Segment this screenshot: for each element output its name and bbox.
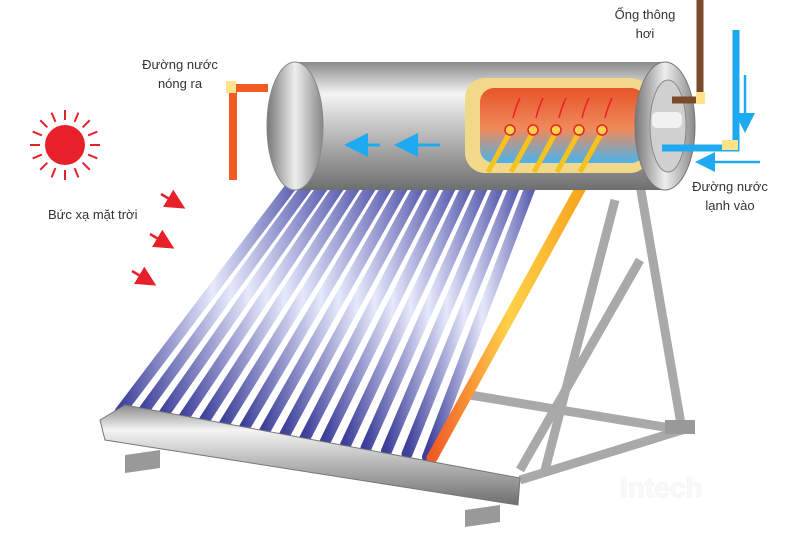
vacuum-tube [340,162,481,451]
vacuum-tube [114,162,311,418]
radiation-arrow-icon [131,266,157,286]
heat-pipe-tube [426,174,591,464]
vacuum-tubes [114,162,545,463]
sun-ray [39,119,49,129]
vacuum-tube [381,162,512,457]
condenser-bulb [596,124,608,136]
vacuum-tube [237,162,404,436]
heat-pipe-condenser [531,130,559,174]
condenser-bulb [527,124,539,136]
label-vent-pipe: Ống thông hơi [595,5,695,43]
vacuum-tube [217,162,388,433]
condenser-bulb [504,124,516,136]
vacuum-tube [299,162,450,445]
heat-rise-arrow-icon [512,97,521,119]
heat-rise-arrow-icon [535,97,544,119]
vacuum-tube [258,162,419,439]
heat-pipe-condenser [554,130,582,174]
vacuum-tube [196,162,373,430]
sun-icon [30,110,100,180]
sun-ray [50,167,57,178]
sun-ray [32,153,43,160]
heat-pipe-condenser [485,130,513,174]
label-line: Ống thông [614,7,676,22]
sun-ray [81,161,91,171]
front-foot [465,505,500,527]
label-line: Đường nước [142,57,218,72]
radiation-arrow-icon [149,229,175,249]
condenser-bulb [550,124,562,136]
sun-ray [87,153,98,160]
label-line: nóng ra [157,76,203,91]
label-cold-water-in: Đường nước lạnh vào [680,177,780,215]
vacuum-tube [422,162,543,463]
vacuum-tube [176,162,357,427]
bottom-rail [99,404,521,506]
heat-rise-arrow-icon [581,97,590,119]
label-line: lạnh vào [705,198,755,213]
sun-ray [32,130,43,137]
sun-ray [39,161,49,171]
vacuum-tube [135,162,326,421]
sun-ray [73,112,80,123]
label-line: hơi [635,26,655,41]
water-tank [266,61,696,191]
heat-pipe-condenser [577,130,605,174]
left-foot [125,450,160,473]
right-foot [665,420,695,434]
label-solar-radiation: Bức xạ mặt trời [48,207,138,222]
vacuum-tube [360,162,497,454]
sun-ray [87,130,98,137]
vacuum-tube [155,162,342,424]
heat-rise-arrow-icon [604,97,613,119]
radiation-arrow-icon [160,189,186,209]
sun-ray [50,112,57,123]
condenser-bulb [573,124,585,136]
vacuum-tube [319,162,466,448]
svg-text:Intech: Intech [620,472,702,503]
support-frame [469,184,687,485]
watermark-logo: Intech [620,472,703,504]
heat-rise-arrow-icon [558,97,567,119]
sun-ray [73,167,80,178]
hot-water-pipe [229,84,268,180]
vacuum-tube [401,162,528,460]
heat-pipe-condenser [508,130,536,174]
sun-ray [81,119,91,129]
vacuum-tube [278,162,435,442]
label-hot-water-out: Đường nước nóng ra [130,55,230,93]
label-line: Đường nước [692,179,768,194]
